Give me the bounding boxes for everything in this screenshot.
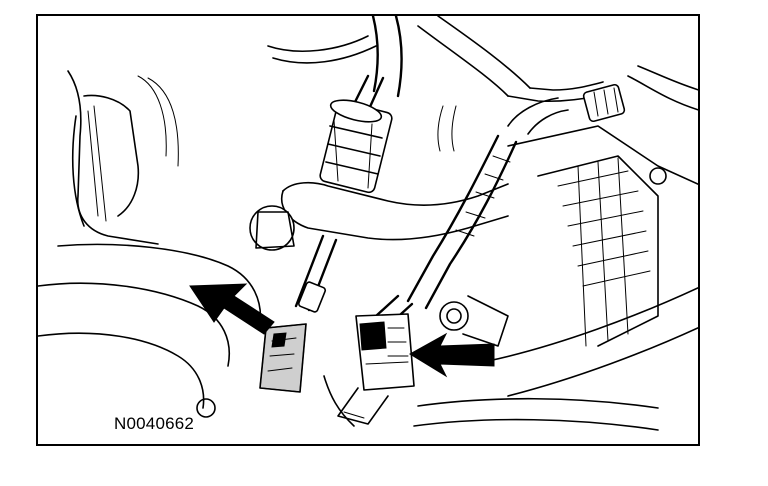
figure-id-label: N0040662 bbox=[112, 414, 197, 434]
right-electrical-connector bbox=[323, 294, 415, 427]
transmission-housing bbox=[413, 125, 698, 431]
vertical-cable bbox=[319, 74, 393, 194]
upper-pipes bbox=[267, 16, 698, 123]
figure-frame: N0040662 bbox=[36, 14, 700, 446]
arrow-left-connector bbox=[189, 283, 275, 335]
arrow-right-connector bbox=[409, 332, 495, 378]
left-electrical-connector bbox=[259, 234, 338, 393]
engine-connector-illustration bbox=[38, 16, 698, 431]
callout-arrows bbox=[189, 283, 495, 378]
wiring-harness bbox=[406, 97, 569, 347]
engine-block-left bbox=[38, 70, 262, 418]
